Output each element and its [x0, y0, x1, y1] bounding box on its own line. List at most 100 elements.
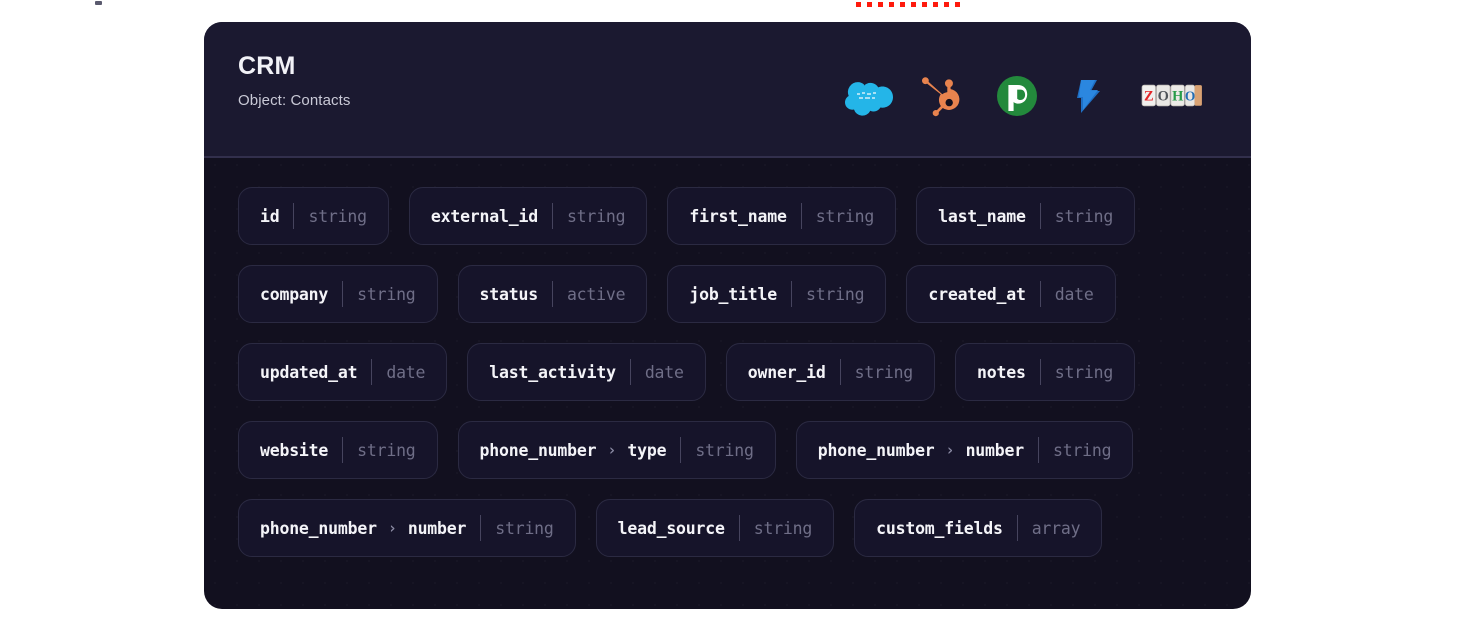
field-divider	[1037, 437, 1039, 463]
field-name: id	[260, 206, 280, 226]
field-name: phone_number	[260, 518, 377, 538]
field-type: array	[1031, 518, 1081, 538]
svg-text:O: O	[1185, 88, 1195, 103]
field-name: notes	[977, 362, 1026, 382]
field-type: string	[495, 518, 554, 538]
field-name: created_at	[928, 284, 1026, 304]
field-name: last_name	[938, 206, 1026, 226]
field-chip[interactable]: website string	[238, 421, 438, 479]
field-type: string	[805, 284, 865, 304]
field-path: id	[260, 206, 280, 226]
field-chip[interactable]: updated_at date	[238, 343, 448, 401]
field-path: phone_number › number	[260, 519, 466, 538]
field-type: date	[644, 362, 684, 382]
field-type: string	[753, 518, 813, 538]
field-chip[interactable]: status active	[457, 265, 648, 323]
field-type: active	[566, 284, 626, 304]
field-chip[interactable]: id string	[238, 187, 389, 245]
field-divider	[839, 359, 841, 385]
card-header: CRM Object: Contacts	[204, 22, 1251, 158]
chevron-right-icon: ›	[607, 441, 617, 459]
field-chip[interactable]: created_at date	[906, 265, 1116, 323]
field-divider	[551, 203, 553, 229]
field-chip[interactable]: job_title string	[667, 265, 887, 323]
field-path: phone_number›number	[818, 441, 1024, 460]
field-name: status	[479, 284, 539, 304]
pipedrive-logo	[997, 76, 1037, 116]
field-name: number	[407, 518, 467, 538]
salesforce-logo	[845, 82, 893, 116]
field-path: last_name	[938, 207, 1026, 226]
field-chip[interactable]: custom_fields array	[854, 499, 1103, 557]
object-subtitle: Object: Contacts	[238, 91, 351, 109]
page-title: CRM	[238, 52, 296, 80]
field-divider	[1039, 203, 1041, 229]
svg-text:Z: Z	[1144, 88, 1154, 104]
field-chip-row: phone_number › number string lead_source stri…	[238, 499, 1221, 557]
field-divider	[293, 203, 295, 229]
title-block: CRM Object: Contacts	[238, 52, 350, 109]
field-type: string	[357, 440, 416, 460]
field-type: string	[566, 206, 626, 226]
annotation-dot	[911, 2, 916, 7]
field-divider	[1039, 281, 1041, 307]
field-path: website	[260, 441, 328, 460]
dynamics-365-logo	[1077, 80, 1100, 113]
field-path: created_at	[928, 284, 1026, 304]
field-type: string	[357, 284, 416, 304]
field-path: job_title	[689, 285, 777, 304]
field-chip[interactable]: phone_number›number string	[795, 421, 1134, 479]
field-name: updated_at	[260, 362, 358, 382]
field-divider	[680, 437, 682, 463]
zoho-logo: Z O H O	[1141, 84, 1202, 106]
field-type: string	[815, 206, 875, 226]
annotation-dot	[922, 2, 927, 7]
field-chip-row: company string status active job_title string…	[238, 265, 1221, 323]
field-name: company	[260, 284, 329, 304]
field-divider	[551, 281, 553, 307]
annotation-dot	[933, 2, 938, 7]
svg-text:H: H	[1172, 88, 1183, 104]
field-divider	[629, 359, 631, 385]
annotation-dot	[889, 2, 894, 7]
field-chip[interactable]: external_id string	[408, 187, 648, 245]
field-name: lead_source	[617, 518, 725, 538]
field-name: external_id	[430, 206, 538, 226]
annotation-dot	[878, 2, 883, 7]
field-name: owner_id	[747, 362, 826, 382]
field-type: date	[386, 362, 426, 382]
field-chip[interactable]: notes string	[955, 343, 1136, 401]
field-type: string	[695, 440, 754, 460]
chevron-right-icon: ›	[387, 519, 397, 537]
field-type: string	[1054, 362, 1114, 382]
annotation-dot	[955, 2, 960, 7]
field-name: job_title	[689, 284, 777, 304]
field-type: string	[1052, 440, 1112, 460]
field-path: custom_fields	[876, 519, 1003, 538]
integration-logo-row: Z O H O	[845, 72, 1203, 120]
field-path: lead_source	[618, 519, 725, 538]
field-divider	[790, 281, 792, 307]
field-name: number	[965, 440, 1025, 460]
field-chip[interactable]: phone_number › number string	[238, 499, 576, 557]
annotation-dot	[900, 2, 905, 7]
field-name: website	[260, 440, 329, 460]
field-type: date	[1054, 284, 1094, 304]
field-chip[interactable]: last_activity date	[467, 343, 706, 401]
field-chip[interactable]: lead_source string	[595, 499, 835, 557]
field-path: status	[479, 284, 539, 304]
field-type: string	[308, 206, 367, 226]
field-path: last_activity	[489, 363, 616, 382]
field-path: company	[260, 285, 328, 304]
field-divider	[371, 359, 373, 385]
field-chip[interactable]: company string	[238, 265, 438, 323]
annotation-dot	[867, 2, 872, 7]
